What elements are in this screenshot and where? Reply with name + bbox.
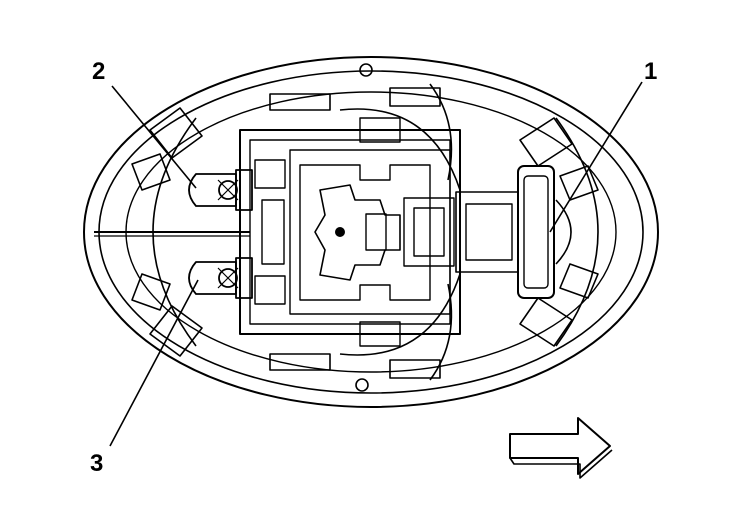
reflector-top: [340, 109, 460, 190]
arrow-right-icon: [510, 418, 612, 478]
leader-line-2: [112, 86, 196, 188]
bulb-upper: [189, 170, 252, 210]
clips: [132, 64, 598, 391]
reflector-bottom: [340, 274, 460, 355]
bulb-lower: [189, 258, 252, 298]
bezel-right: [556, 118, 598, 346]
callout-3: 3: [90, 450, 104, 477]
callout-2: 2: [92, 58, 106, 85]
leader-line-3: [110, 280, 198, 446]
callout-1: 1: [644, 58, 658, 85]
terminals: [255, 118, 454, 346]
lamp-switch: [518, 166, 554, 298]
leader-line-1: [550, 82, 642, 232]
housing-outer: [84, 57, 658, 407]
